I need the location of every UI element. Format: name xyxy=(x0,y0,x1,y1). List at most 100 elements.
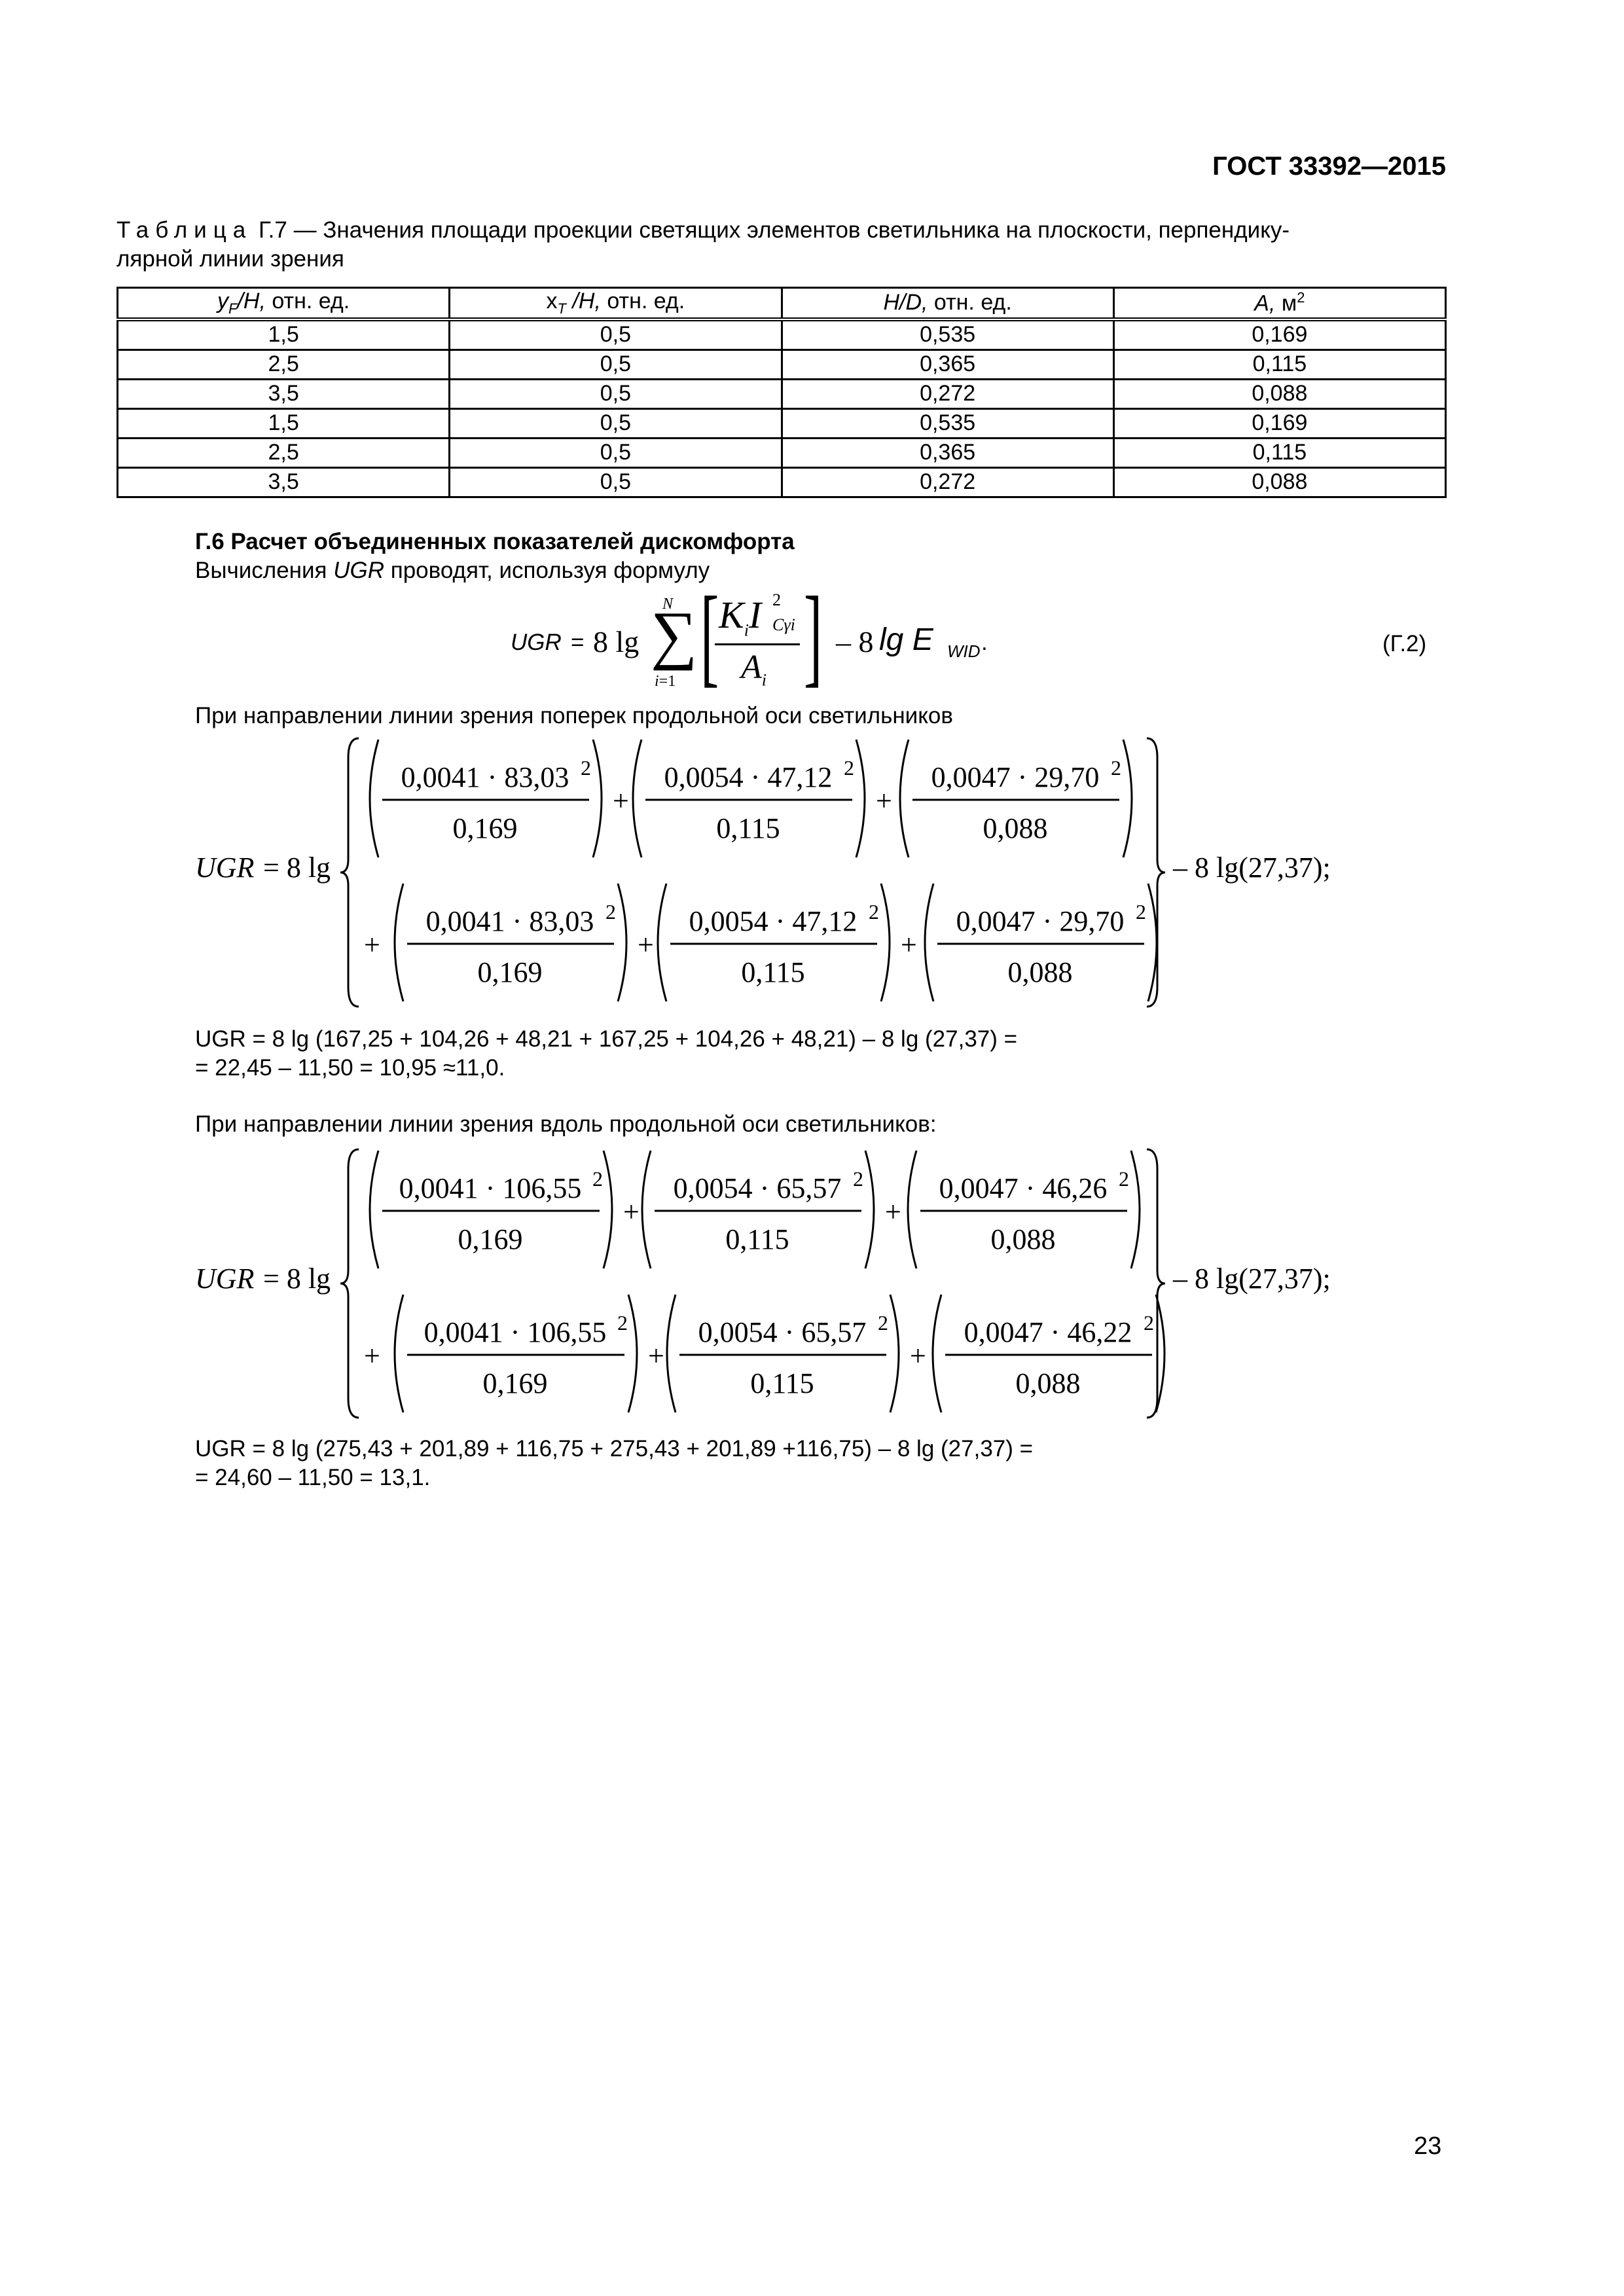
exponent: 2 xyxy=(1119,1167,1129,1191)
fraction-denominator: 0,115 xyxy=(750,1367,814,1399)
page-number: 23 xyxy=(1414,2132,1442,2160)
table-cell: 0,5 xyxy=(448,348,783,380)
plus-sign: + xyxy=(364,1340,380,1372)
section-intro: Вычисления UGR проводят, используя форму… xyxy=(195,558,710,583)
plus-sign: + xyxy=(613,785,629,817)
table-cell: 1,5 xyxy=(116,318,451,350)
exponent: 2 xyxy=(853,1167,863,1191)
fraction-denominator: 0,088 xyxy=(1008,956,1073,988)
table-cell: 0,272 xyxy=(780,378,1115,409)
fraction-denominator: 0,088 xyxy=(983,812,1048,844)
document-id: ГОСТ 33392—2015 xyxy=(1212,152,1446,181)
exponent: 2 xyxy=(878,1311,888,1335)
plus-sign: + xyxy=(876,785,892,817)
fraction-numerator: 0,0041 · 83,03 xyxy=(426,905,594,937)
data-table: yF/H, отн. ед. xT /H, отн. ед. H/D, отн.… xyxy=(116,286,1447,498)
close-paren xyxy=(592,739,603,858)
plus-sign: + xyxy=(648,1340,664,1372)
fraction-numerator: 0,0054 · 65,57 xyxy=(674,1172,842,1204)
fraction-numerator: 0,0047 · 46,26 xyxy=(939,1172,1108,1204)
table-cell: 0,5 xyxy=(448,407,783,439)
exponent: 2 xyxy=(1136,900,1146,924)
ugr-label: UGR xyxy=(195,1263,255,1295)
table-cell: 3,5 xyxy=(116,466,451,498)
ugr-label: UGR xyxy=(195,852,255,884)
fraction-denominator: 0,088 xyxy=(991,1223,1056,1255)
fraction-denominator: 0,169 xyxy=(483,1367,548,1399)
along-text: При направлении линии зрения вдоль продо… xyxy=(195,1111,937,1137)
exponent: 2 xyxy=(1111,756,1121,780)
table-cell: 0,5 xyxy=(448,378,783,409)
column-header-xt: xT /H, отн. ед. xyxy=(448,286,783,321)
close-paren xyxy=(1155,1294,1166,1413)
open-paren xyxy=(369,739,380,858)
table-cell: 2,5 xyxy=(116,437,451,468)
open-paren xyxy=(899,739,910,858)
plus-sign: + xyxy=(910,1340,926,1372)
table-caption: Таблица Г.7 — Значения площади проекции … xyxy=(117,216,1447,245)
fraction-numerator: 0,0054 · 47,12 xyxy=(664,761,833,793)
close-paren xyxy=(1130,1150,1141,1269)
along-result-line1: UGR = 8 lg (275,43 + 201,89 + 116,75 + 2… xyxy=(195,1436,1034,1462)
fraction-denominator: 0,088 xyxy=(1016,1367,1081,1399)
close-paren xyxy=(617,883,628,1002)
open-paren xyxy=(931,1294,943,1413)
open-brace xyxy=(340,1148,359,1419)
across-result-line1: UGR = 8 lg (167,25 + 104,26 + 48,21 + 16… xyxy=(195,1026,1018,1052)
ugr-suffix: – 8 lg(27,37); xyxy=(1172,1263,1331,1295)
close-paren xyxy=(864,1150,875,1269)
table-cell: 0,5 xyxy=(448,466,783,498)
exponent: 2 xyxy=(581,756,591,780)
table-cell: 0,365 xyxy=(780,437,1115,468)
close-paren xyxy=(627,1294,638,1413)
table-cell: 0,272 xyxy=(780,466,1115,498)
plus-sign: + xyxy=(364,929,380,961)
fraction-numerator: 0,0047 · 29,70 xyxy=(931,761,1100,793)
fraction-numerator: 0,0041 · 106,55 xyxy=(399,1172,582,1204)
table-cell: 0,115 xyxy=(1112,348,1447,380)
close-paren xyxy=(889,1294,900,1413)
close-paren xyxy=(1147,883,1158,1002)
fraction-denominator: 0,169 xyxy=(453,812,518,844)
ugr-general-formula: UGR = 8 lg ∑ N i=1 [ KiI 2 Cγi Ai ] – 8 … xyxy=(511,574,988,697)
fraction-denominator: 0,115 xyxy=(716,812,780,844)
close-paren xyxy=(855,739,866,858)
plus-sign: + xyxy=(901,929,917,961)
ugr-suffix: – 8 lg(27,37); xyxy=(1172,852,1331,884)
formula-number: (Г.2) xyxy=(1382,631,1427,656)
table-cell: 0,535 xyxy=(780,407,1115,439)
table-cell: 0,535 xyxy=(780,318,1115,350)
close-paren xyxy=(880,883,891,1002)
along-result-line2: = 24,60 – 11,50 = 13,1. xyxy=(195,1465,431,1490)
open-brace xyxy=(340,737,359,1008)
open-paren xyxy=(924,883,935,1002)
table-cell: 0,115 xyxy=(1112,437,1447,468)
plus-sign: + xyxy=(638,929,654,961)
table-cell: 0,088 xyxy=(1112,378,1447,409)
table-cell: 0,365 xyxy=(780,348,1115,380)
across-text: При направлении линии зрения поперек про… xyxy=(195,703,953,728)
exponent: 2 xyxy=(869,900,879,924)
table-caption-word: Таблица xyxy=(117,217,253,243)
table-cell: 0,5 xyxy=(448,318,783,350)
table-caption-text: Г.7 — Значения площади проекции светящих… xyxy=(258,217,1290,243)
fraction-denominator: 0,115 xyxy=(725,1223,789,1255)
exponent: 2 xyxy=(605,900,616,924)
fraction-numerator: 0,0047 · 29,70 xyxy=(956,905,1125,937)
fraction-numerator: 0,0047 · 46,22 xyxy=(964,1316,1132,1348)
fraction-denominator: 0,169 xyxy=(478,956,543,988)
open-paren xyxy=(369,1150,380,1269)
fraction-numerator: 0,0054 · 65,57 xyxy=(698,1316,867,1348)
table-cell: 1,5 xyxy=(116,407,451,439)
table-cell: 2,5 xyxy=(116,348,451,380)
open-paren xyxy=(393,883,405,1002)
open-paren xyxy=(641,1150,652,1269)
table-cell: 3,5 xyxy=(116,378,451,409)
section-heading: Г.6 Расчет объединенных показателей диск… xyxy=(195,529,795,554)
exponent: 2 xyxy=(1144,1311,1154,1335)
fraction-numerator: 0,0054 · 47,12 xyxy=(689,905,857,937)
